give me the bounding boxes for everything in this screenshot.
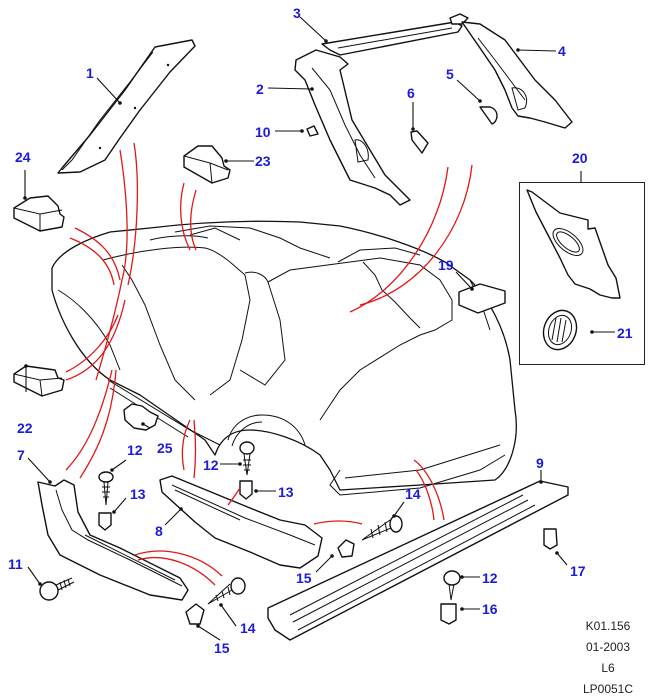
part-8-rear-sill-trim: [159, 475, 323, 569]
callout-19[interactable]: 19: [438, 257, 454, 273]
fastener-13-left: [98, 512, 112, 531]
fastener-12-left: [98, 471, 114, 506]
reference-code: K01.156: [585, 619, 631, 633]
fastener-14-right: [361, 515, 403, 541]
part-25-bracket: [123, 403, 159, 431]
part-5-cover: [479, 106, 498, 125]
fastener-16-clip: [440, 603, 457, 625]
callout-25[interactable]: 25: [157, 440, 173, 456]
callout-3[interactable]: 3: [293, 5, 301, 21]
fastener-13-center: [239, 480, 253, 500]
fastener-15-left: [185, 603, 205, 625]
reference-drawing-number: LP0051C: [582, 682, 634, 696]
part-10-clip: [306, 125, 319, 137]
red-leader-lines: [65, 142, 473, 586]
callout-15-left[interactable]: 15: [214, 640, 230, 656]
callout-21[interactable]: 21: [617, 325, 633, 341]
part-1-a-pillar-trim: [57, 39, 196, 174]
part-2-pillar-trim: [294, 49, 411, 206]
callout-11[interactable]: 11: [8, 556, 23, 572]
callout-16[interactable]: 16: [482, 601, 498, 617]
fastener-15-right: [337, 539, 355, 558]
callout-6[interactable]: 6: [407, 85, 415, 101]
part-6-cover: [410, 130, 429, 154]
callout-7[interactable]: 7: [17, 447, 25, 463]
fastener-12-right: [443, 570, 461, 601]
part-3-header-trim: [321, 13, 469, 56]
fastener-12-center: [239, 441, 255, 476]
callout-12-center[interactable]: 12: [203, 457, 219, 473]
part-22-block: [13, 365, 65, 397]
callout-10[interactable]: 10: [255, 124, 271, 140]
callout-17[interactable]: 17: [570, 563, 586, 579]
callout-4[interactable]: 4: [558, 43, 566, 59]
part-4-rear-pillar-trim: [461, 21, 573, 129]
reference-variant: L6: [601, 661, 615, 675]
callout-14-left[interactable]: 14: [240, 620, 256, 636]
callout-2[interactable]: 2: [256, 81, 264, 97]
callout-13-left[interactable]: 13: [130, 486, 146, 502]
reference-date: 01-2003: [585, 640, 631, 654]
inset-frame-part-20: [519, 182, 645, 365]
part-21-speaker-grille: [542, 309, 578, 351]
callout-8[interactable]: 8: [155, 523, 163, 539]
callout-9[interactable]: 9: [536, 455, 544, 471]
callout-12-left[interactable]: 12: [127, 442, 143, 458]
fastener-17-clip: [543, 528, 558, 550]
fastener-11-screw-cap: [39, 577, 75, 601]
part-19-pad: [458, 283, 506, 314]
part-20-quarter-trim: [526, 189, 621, 299]
fastener-14-left: [207, 577, 246, 605]
callout-5[interactable]: 5: [446, 66, 454, 82]
callout-23[interactable]: 23: [255, 153, 271, 169]
callout-20[interactable]: 20: [572, 150, 588, 166]
callout-12-right[interactable]: 12: [482, 570, 498, 586]
part-24-block: [13, 195, 65, 232]
part-9-sill-plate: [267, 480, 569, 641]
callout-13-center[interactable]: 13: [278, 484, 294, 500]
part-23-block: [183, 145, 231, 184]
callout-15-right[interactable]: 15: [296, 570, 312, 586]
callout-14-right[interactable]: 14: [405, 486, 421, 502]
callout-1[interactable]: 1: [86, 65, 94, 81]
part-7-front-sill-trim: [37, 479, 189, 601]
callout-24[interactable]: 24: [15, 149, 31, 165]
leader-lines: [23, 16, 615, 641]
callout-22[interactable]: 22: [17, 420, 33, 436]
